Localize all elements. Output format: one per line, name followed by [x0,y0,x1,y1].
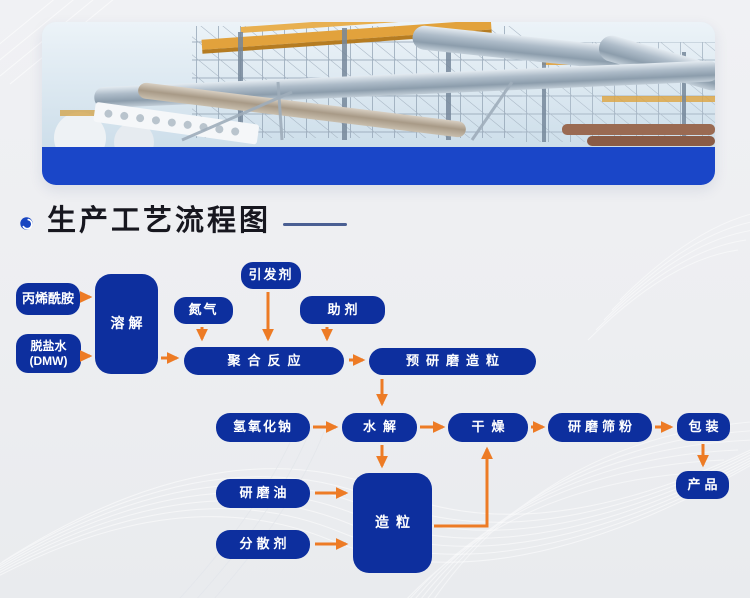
node-label: 聚合反应 [227,352,308,368]
title-dash-line [283,223,348,227]
node-product: 产品 [676,471,729,499]
node-label: 引发剂 [248,267,294,283]
node-label: 干燥 [471,419,512,435]
section-title-row: 生产工艺流程图 [20,205,348,238]
node-packaging: 包装 [677,413,730,441]
node-acrylamide: 丙烯酰胺 [16,283,80,315]
node-label: 研磨筛粉 [567,419,636,435]
industrial-plant-photo [42,22,715,148]
node-grinding-oil: 研磨油 [216,479,310,508]
node-label: 助剂 [327,301,362,317]
node-dispersant: 分散剂 [216,530,310,559]
node-label: (DMW) [29,353,68,368]
node-sodium-hydroxide: 氢氧化钠 [216,413,310,442]
banner-blue-strip [42,147,715,185]
arrow-granulation-to-drying [434,446,493,528]
node-granulation: 造粒 [353,473,432,573]
node-label: 氢氧化钠 [232,419,293,435]
node-label: 脱盐水 [30,338,67,353]
node-pre-grinding-granulation: 预研磨造粒 [369,348,536,375]
node-label: 包装 [688,418,723,434]
node-label: 分散剂 [239,536,291,552]
node-label: 预研磨造粒 [405,353,506,369]
node-label: 造粒 [375,514,417,531]
node-drying: 干燥 [448,413,528,442]
node-polymerization: 聚合反应 [184,347,344,375]
node-demineralized-water: 脱盐水 (DMW) [16,334,81,373]
node-label: 研磨油 [239,485,291,501]
node-label: 氮气 [188,302,219,318]
node-hydrolysis: 水解 [342,413,417,442]
node-label: 水解 [362,419,403,435]
node-label: 丙烯酰胺 [21,290,74,306]
page-title: 生产工艺流程图 [47,205,272,237]
node-dissolve: 溶解 [95,274,158,374]
node-initiator: 引发剂 [241,262,301,289]
node-nitrogen: 氮气 [174,297,233,324]
title-bullet-icon [20,217,33,231]
node-grinding-sieving: 研磨筛粉 [548,413,652,442]
node-label: 溶解 [110,315,147,332]
plant-photo-card [42,22,715,185]
node-additive: 助剂 [300,296,385,324]
node-label: 产品 [687,476,722,492]
